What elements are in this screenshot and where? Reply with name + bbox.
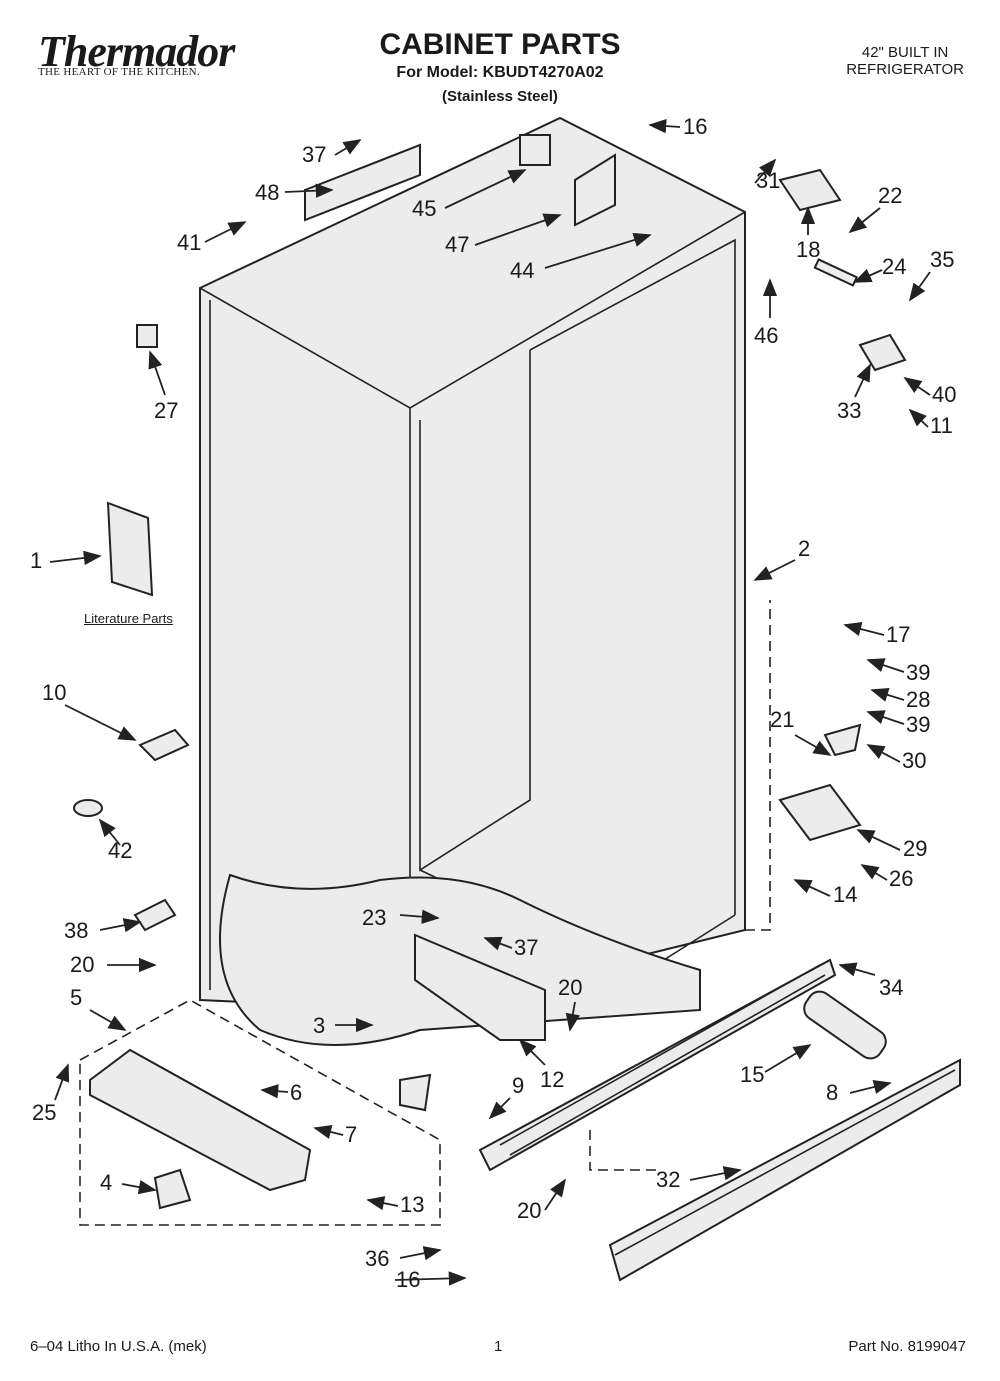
callout-46: 46 [754, 323, 778, 348]
callout-20-left: 20 [70, 952, 94, 977]
callout-17: 17 [886, 622, 910, 647]
product-type-line1: 42" BUILT IN [861, 44, 949, 61]
leader-arrows [49, 118, 931, 1286]
top-hinge-bracket [778, 168, 842, 212]
callout-2: 2 [798, 536, 810, 561]
callout-33: 33 [837, 398, 861, 423]
callout-13: 13 [400, 1192, 424, 1217]
front-frame [89, 1048, 312, 1192]
footer-part-number: Part No. 8199047 [848, 1338, 966, 1355]
callout-3: 3 [313, 1013, 325, 1038]
shield-part [304, 143, 421, 222]
brand-tagline: THE HEART OF THE KITCHEN. [38, 66, 200, 78]
callout-9: 9 [512, 1073, 524, 1098]
callout-1: 1 [30, 548, 42, 573]
callout-28: 28 [906, 687, 930, 712]
callout-44: 44 [510, 258, 534, 283]
grille-leader-lines [589, 600, 771, 1171]
brand-logo: Thermador [38, 27, 235, 76]
callout-39-upper: 39 [906, 660, 930, 685]
callout-labels: 1 2 3 4 5 6 7 8 9 10 11 12 13 14 15 16 1… [30, 114, 956, 1292]
model-line: For Model: KBUDT4270A02 [396, 64, 604, 81]
callout-40: 40 [932, 382, 956, 407]
callout-29: 29 [903, 836, 927, 861]
callout-42: 42 [108, 838, 132, 863]
callout-35: 35 [930, 247, 954, 272]
bracket-38-part [133, 898, 177, 932]
finish-line: (Stainless Steel) [442, 88, 558, 105]
door-stop-bracket [858, 333, 907, 372]
lower-hinge-bracket [778, 783, 862, 842]
callout-48: 48 [255, 180, 279, 205]
callout-27: 27 [154, 398, 178, 423]
callout-31: 31 [756, 168, 780, 193]
callout-8: 8 [826, 1080, 838, 1105]
page-title: CABINET PARTS [379, 28, 621, 61]
callout-30: 30 [902, 748, 926, 773]
callout-24: 24 [882, 254, 906, 279]
product-type: 42" BUILT IN REFRIGERATOR [846, 44, 964, 78]
plug-part [73, 799, 103, 817]
callout-47: 47 [445, 232, 469, 257]
callout-36: 36 [365, 1246, 389, 1271]
toe-grille [478, 958, 837, 1172]
mount-bracket-part [574, 153, 616, 227]
literature-book [106, 501, 154, 597]
literature-parts-label: Literature Parts [84, 611, 173, 626]
callout-37-top: 37 [302, 142, 326, 167]
front-support-part [399, 1073, 432, 1112]
switch-part [519, 134, 551, 166]
callout-7: 7 [345, 1122, 357, 1147]
footer-page-number: 1 [494, 1338, 503, 1355]
cable-clip-part [138, 728, 190, 762]
callout-15: 15 [740, 1062, 764, 1087]
callout-6: 6 [290, 1080, 302, 1105]
callout-22: 22 [878, 183, 902, 208]
callout-25: 25 [32, 1100, 56, 1125]
water-filter [803, 990, 887, 1060]
callout-39-lower: 39 [906, 712, 930, 737]
clip-part [136, 324, 158, 348]
callout-20-bottom: 20 [517, 1198, 541, 1223]
callout-10: 10 [42, 680, 66, 705]
spring-part [813, 258, 859, 287]
callout-34: 34 [879, 975, 903, 1000]
footer-litho: 6–04 Litho In U.S.A. (mek) [30, 1338, 207, 1355]
callout-23: 23 [362, 905, 386, 930]
callout-21: 21 [770, 707, 794, 732]
callout-37-mid: 37 [514, 935, 538, 960]
callout-4: 4 [100, 1170, 112, 1195]
callout-45: 45 [412, 196, 436, 221]
callout-14: 14 [833, 882, 857, 907]
callout-16-top: 16 [683, 114, 707, 139]
callout-12: 12 [540, 1067, 564, 1092]
product-type-line2: REFRIGERATOR [846, 61, 964, 78]
callout-5: 5 [70, 985, 82, 1010]
callout-11: 11 [930, 413, 953, 438]
base-assembly-outline [79, 999, 441, 1226]
callout-32: 32 [656, 1167, 680, 1192]
callout-18: 18 [796, 237, 820, 262]
leveling-leg-part [153, 1168, 192, 1210]
callout-20-mid: 20 [558, 975, 582, 1000]
callout-41: 41 [177, 230, 201, 255]
callout-38: 38 [64, 918, 88, 943]
cabinet-body [199, 116, 746, 1046]
callout-26: 26 [889, 866, 913, 891]
hinge-pin-bracket [823, 723, 862, 757]
